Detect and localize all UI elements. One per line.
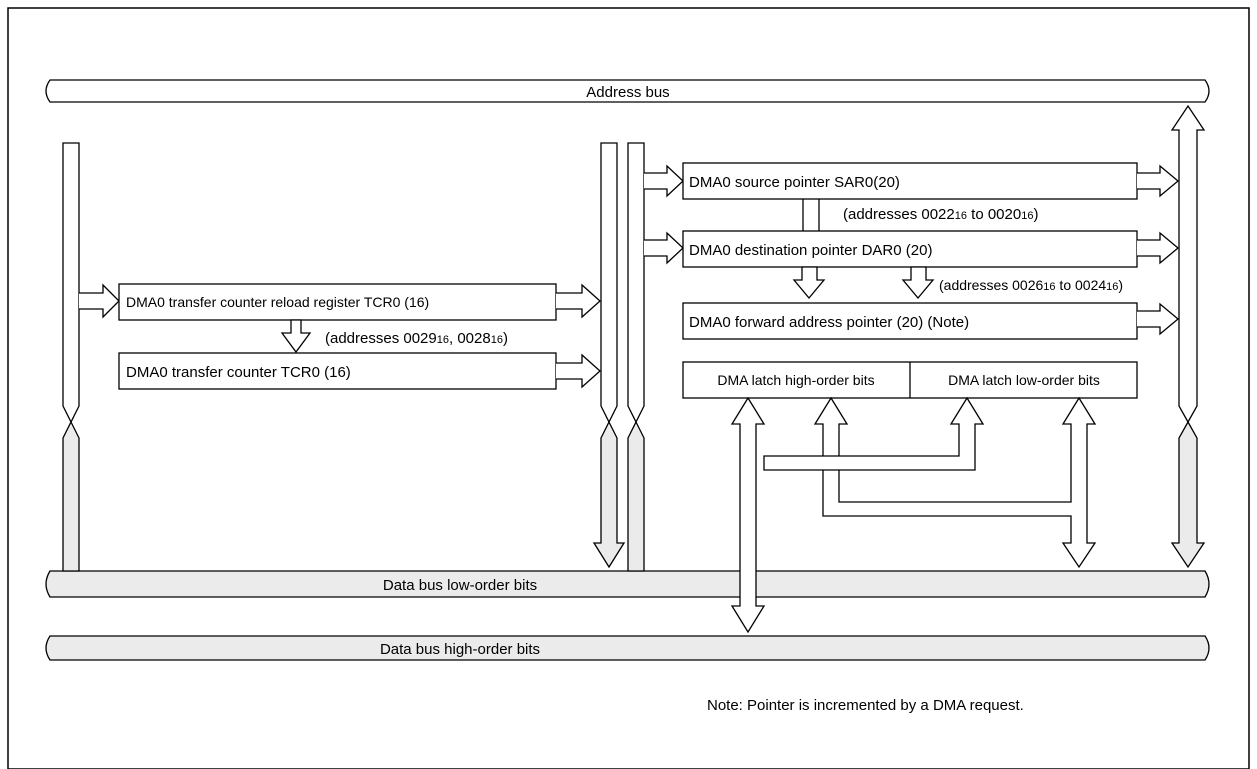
data-bus-low-label: Data bus low-order bits <box>383 577 537 594</box>
dar0-input-arrow <box>644 231 684 265</box>
sar0-register: DMA0 source pointer SAR0(20) <box>682 162 1138 200</box>
dar0-output-arrow <box>1137 231 1180 265</box>
tcr0-reload-label: DMA0 transfer counter reload register TC… <box>126 294 429 310</box>
dar0-label: DMA0 destination pointer DAR0 (20) <box>689 242 932 259</box>
sar0-input-arrow <box>644 164 684 198</box>
forward-pointer-output-arrow <box>1137 302 1180 336</box>
tcr0-counter-output-arrow <box>556 353 601 389</box>
data-bus-low: Data bus low-order bits <box>45 570 1210 598</box>
data-bus-high-label: Data bus high-order bits <box>380 641 540 658</box>
dma-latch: DMA latch high-order bits DMA latch low-… <box>682 361 1138 399</box>
diagram-frame <box>7 7 1250 769</box>
tcr0-reload-output-arrow <box>556 283 601 319</box>
address-bus-label: Address bus <box>586 84 669 101</box>
forward-pointer-label: DMA0 forward address pointer (20) (Note) <box>689 314 969 331</box>
dar-to-forward-arrow-left <box>792 266 826 300</box>
pointer-input-bus <box>627 142 645 572</box>
latch-low-link <box>763 396 985 471</box>
address-output-bus <box>1170 104 1206 569</box>
tcr0-reload-register: DMA0 transfer counter reload register TC… <box>118 283 557 321</box>
middle-vertical-bus <box>592 142 626 569</box>
tcr-input-arrow <box>79 283 120 319</box>
address-bus: Address bus <box>45 79 1210 103</box>
dar-address-note: (addresses 002616 to 002416) <box>939 277 1123 293</box>
latch-high-to-low-link <box>813 396 1097 569</box>
tcr0-counter-register: DMA0 transfer counter TCR0 (16) <box>118 352 557 390</box>
left-vertical-bus <box>62 142 80 572</box>
tcr-address-note: (addresses 002916, 002816) <box>325 330 508 347</box>
latch-high-bus-link <box>730 396 766 634</box>
latch-high-label: DMA latch high-order bits <box>717 372 874 388</box>
tcr0-counter-label: DMA0 transfer counter TCR0 (16) <box>126 364 351 381</box>
forward-address-pointer: DMA0 forward address pointer (20) (Note) <box>682 302 1138 340</box>
sar-to-dar-link <box>802 199 820 233</box>
sar0-label: DMA0 source pointer SAR0(20) <box>689 174 900 191</box>
sar-address-note: (addresses 002216 to 002016) <box>843 206 1038 223</box>
dar-to-forward-arrow-right <box>901 266 935 300</box>
sar0-output-arrow <box>1137 164 1180 198</box>
data-bus-high: Data bus high-order bits <box>45 635 1210 661</box>
reload-to-counter-arrow <box>280 319 312 354</box>
latch-low-label: DMA latch low-order bits <box>948 372 1100 388</box>
dar0-register: DMA0 destination pointer DAR0 (20) <box>682 230 1138 268</box>
footnote: Note: Pointer is incremented by a DMA re… <box>707 697 1024 714</box>
